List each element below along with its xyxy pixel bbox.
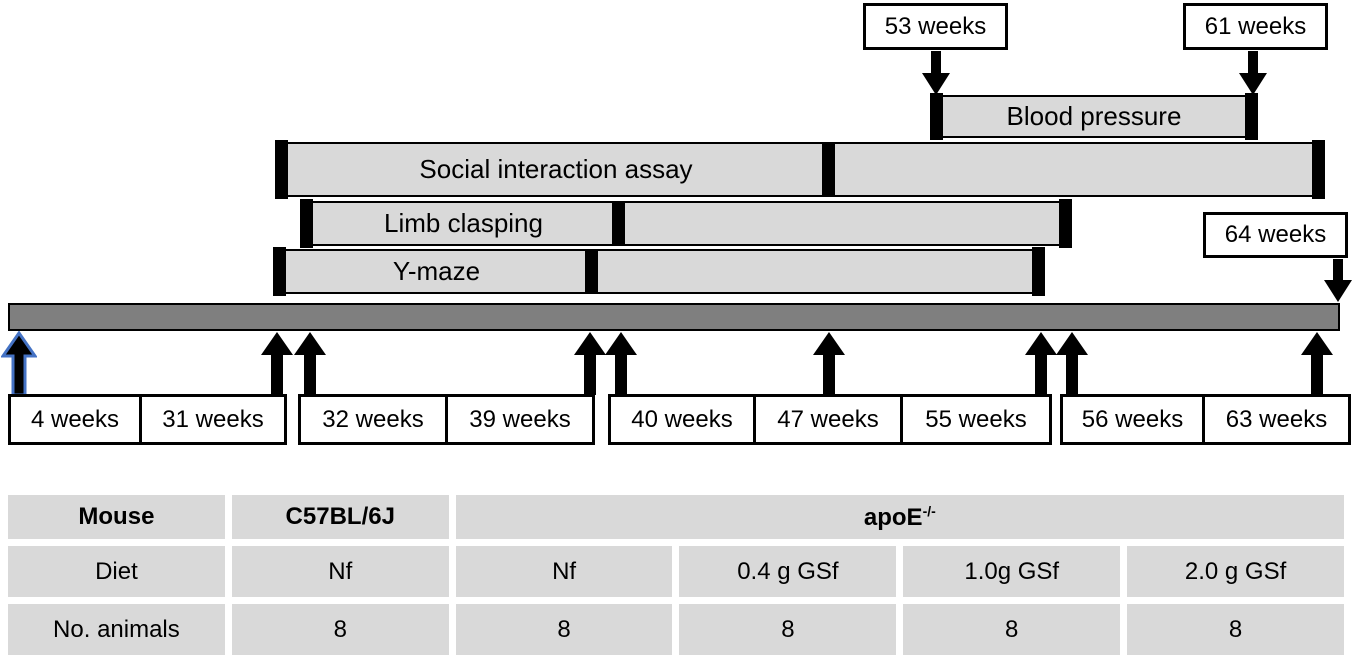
up-arrow-icon — [1055, 331, 1089, 395]
cell-diet: Nf — [455, 546, 673, 597]
bar-segment-divider — [612, 201, 625, 246]
limb-clasping-bar: Limb clasping — [300, 199, 1072, 248]
week-marker-box-39: 39 weeks — [445, 394, 595, 445]
bar-label: Blood pressure — [1006, 101, 1182, 131]
week-marker-box-63: 63 weeks — [1202, 394, 1351, 445]
cell-animal-count: 8 — [231, 604, 449, 655]
up-arrow-icon — [1300, 331, 1334, 395]
week-marker-box-4: 4 weeks — [8, 394, 142, 445]
cell-diet: 2.0 g GSf — [1127, 546, 1344, 597]
bar-label: Social interaction assay — [419, 154, 693, 184]
study-start-up-arrow-icon — [1, 331, 37, 397]
up-arrow-icon — [812, 331, 846, 395]
table-row-mouse: Mouse C57BL/6J apoE-/- — [8, 495, 1344, 539]
down-arrow-icon — [1238, 50, 1268, 96]
table-row-animals: No. animals 8 8 8 8 8 — [8, 604, 1344, 655]
week-marker-box-64: 64 weeks — [1203, 212, 1348, 258]
week-marker-box-61: 61 weeks — [1183, 3, 1328, 50]
cell-diet: Nf — [231, 546, 449, 597]
bar-end-cap — [1312, 140, 1325, 199]
study-design-table: Mouse C57BL/6J apoE-/- Diet Nf Nf 0.4 g … — [1, 488, 1351, 662]
week-marker-box-40: 40 weeks — [608, 394, 756, 445]
up-arrow-icon — [573, 331, 607, 395]
cell-animal-count: 8 — [903, 604, 1121, 655]
blood-pressure-bar: Blood pressure — [930, 93, 1258, 140]
week-marker-label: 53 weeks — [884, 12, 987, 40]
cell-animal-count: 8 — [1127, 604, 1344, 655]
week-marker-label: 64 weeks — [1224, 221, 1327, 248]
down-arrow-icon — [1323, 258, 1353, 303]
bar-end-cap — [1059, 199, 1072, 248]
bar-end-cap — [1032, 247, 1045, 296]
bar-start-cap — [275, 140, 288, 199]
week-marker-label: 39 weeks — [469, 405, 571, 433]
cell-diet: 0.4 g GSf — [679, 546, 897, 597]
cell-strain-apoe: apoE-/- — [455, 495, 1344, 539]
cell-strain-c57bl6j: C57BL/6J — [231, 495, 449, 539]
up-arrow-icon — [604, 331, 638, 395]
social-interaction-assay-bar: Social interaction assay — [275, 140, 1325, 199]
week-marker-label: 4 weeks — [30, 405, 120, 433]
bar-label: Y-maze — [392, 256, 481, 286]
apoe-superscript: -/- — [922, 502, 936, 519]
y-maze-bar: Y-maze — [273, 247, 1045, 296]
week-marker-label: 63 weeks — [1225, 405, 1328, 433]
up-arrow-icon — [260, 331, 294, 395]
week-marker-label: 61 weeks — [1204, 12, 1307, 40]
row-header-animals: No. animals — [8, 604, 225, 655]
cell-animal-count: 8 — [679, 604, 897, 655]
cell-animal-count: 8 — [455, 604, 673, 655]
week-marker-label: 32 weeks — [322, 405, 424, 433]
week-marker-box-53: 53 weeks — [863, 3, 1008, 50]
up-arrow-icon — [293, 331, 327, 395]
row-header-mouse: Mouse — [8, 495, 225, 539]
bar-start-cap — [930, 93, 943, 140]
week-marker-label: 47 weeks — [777, 405, 879, 433]
bar-segment-divider — [822, 142, 835, 197]
bar-end-cap — [1245, 93, 1258, 140]
down-arrow-icon — [921, 50, 951, 96]
row-header-diet: Diet — [8, 546, 225, 597]
week-marker-label: 56 weeks — [1081, 405, 1184, 433]
apoe-base-text: apoE — [863, 503, 923, 531]
week-marker-box-47: 47 weeks — [753, 394, 903, 445]
week-marker-label: 40 weeks — [631, 405, 733, 433]
bar-segment-divider — [585, 249, 598, 294]
bar-start-cap — [300, 199, 313, 248]
week-marker-label: 55 weeks — [925, 405, 1027, 433]
week-marker-box-31: 31 weeks — [139, 394, 287, 445]
week-marker-label: 31 weeks — [162, 405, 264, 433]
week-marker-box-55: 55 weeks — [900, 394, 1052, 445]
bar-label: Limb clasping — [384, 208, 543, 238]
table-row-diet: Diet Nf Nf 0.4 g GSf 1.0g GSf 2.0 g GSf — [8, 546, 1344, 597]
bar-start-cap — [273, 247, 286, 296]
cell-diet: 1.0g GSf — [903, 546, 1121, 597]
week-marker-box-56: 56 weeks — [1060, 394, 1205, 445]
week-marker-box-32: 32 weeks — [298, 394, 448, 445]
study-timeline-bar — [8, 303, 1340, 331]
up-arrow-icon — [1024, 331, 1058, 395]
